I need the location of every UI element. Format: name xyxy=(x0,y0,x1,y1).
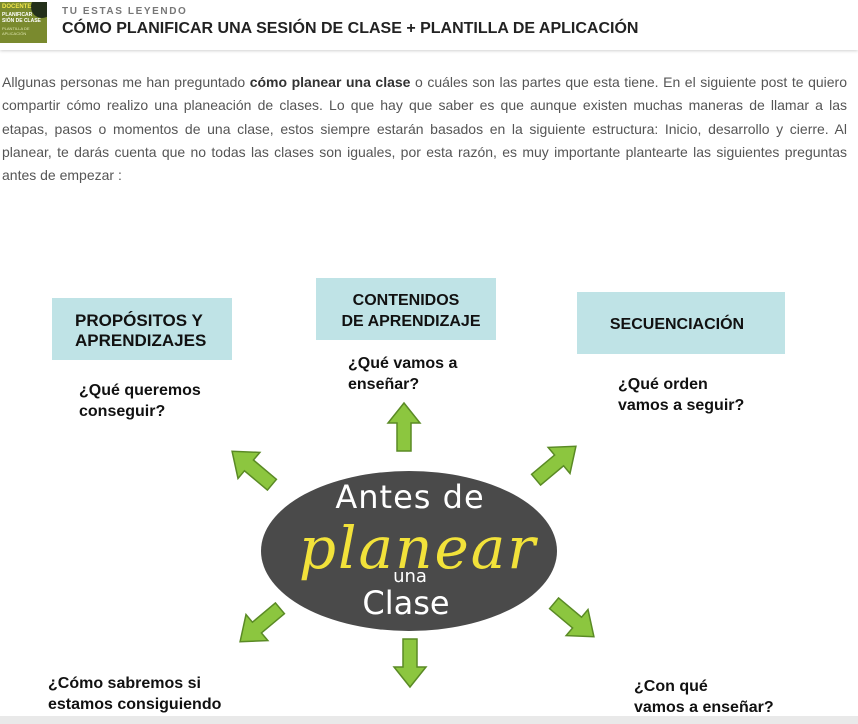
box-secuenciacion-label: SECUENCIACIÓN xyxy=(610,314,744,333)
thumbnail-line3: PLANTILLA DE APLICACIÓN xyxy=(2,26,30,36)
box-contenidos-line2: DE APRENDIZAJE xyxy=(342,313,481,330)
center-line2: planear xyxy=(299,514,539,582)
planning-diagram: PROPÓSITOS Y APRENDIZAJES CONTENIDOS DE … xyxy=(0,250,858,724)
center-line4: Clase xyxy=(362,584,449,622)
thumbnail-line2: PLANIFICAR SIÓN DE CLASE xyxy=(2,12,41,24)
box-propositos-line1: PROPÓSITOS Y xyxy=(75,311,204,330)
box-secuenciacion xyxy=(577,292,785,354)
bottom-strip xyxy=(0,716,858,724)
question-propositos-line2: conseguir? xyxy=(79,403,165,420)
reading-header-bar: DOCENTE PLANIFICAR SIÓN DE CLASE PLANTIL… xyxy=(0,0,858,50)
arrow-down-icon xyxy=(392,638,428,689)
box-propositos-line2: APRENDIZAJES xyxy=(75,331,206,350)
post-title[interactable]: CÓMO PLANIFICAR UNA SESIÓN DE CLASE + PL… xyxy=(62,20,639,37)
question-recursos-line1: ¿Con qué xyxy=(634,678,708,695)
question-evaluacion-line1: ¿Cómo sabremos si xyxy=(48,675,201,692)
box-contenidos-line1: CONTENIDOS xyxy=(353,292,460,309)
question-secuenciacion-line1: ¿Qué orden xyxy=(618,376,708,393)
question-evaluacion-line2: estamos consiguiendo xyxy=(48,696,222,713)
question-contenidos-line1: ¿Qué vamos a xyxy=(348,355,457,372)
post-thumbnail[interactable]: DOCENTE PLANIFICAR SIÓN DE CLASE PLANTIL… xyxy=(0,2,47,43)
question-contenidos-line2: enseñar? xyxy=(348,376,419,393)
bold-phrase: cómo planear una clase xyxy=(249,74,411,90)
center-ellipse xyxy=(261,471,557,631)
arrow-up-left-icon xyxy=(231,450,278,492)
question-secuenciacion-line2: vamos a seguir? xyxy=(618,397,744,414)
question-propositos-line1: ¿Qué queremos xyxy=(79,382,201,399)
arrow-up-icon xyxy=(386,401,422,452)
center-line1: Antes de xyxy=(335,478,484,516)
thumbnail-decoration xyxy=(31,2,47,18)
question-recursos-line2: vamos a enseñar? xyxy=(634,699,774,716)
reading-kicker: TU ESTAS LEYENDO xyxy=(62,6,188,17)
box-propositos xyxy=(52,298,232,360)
thumbnail-line1: DOCENTE xyxy=(2,4,32,10)
box-contenidos xyxy=(316,278,496,340)
arrow-up-right-icon xyxy=(530,445,577,487)
center-line3: una xyxy=(393,566,427,587)
article-paragraph: Allgunas personas me han preguntado cómo… xyxy=(2,74,847,184)
arrow-down-right-icon xyxy=(548,596,595,638)
arrow-down-left-icon xyxy=(239,601,286,643)
